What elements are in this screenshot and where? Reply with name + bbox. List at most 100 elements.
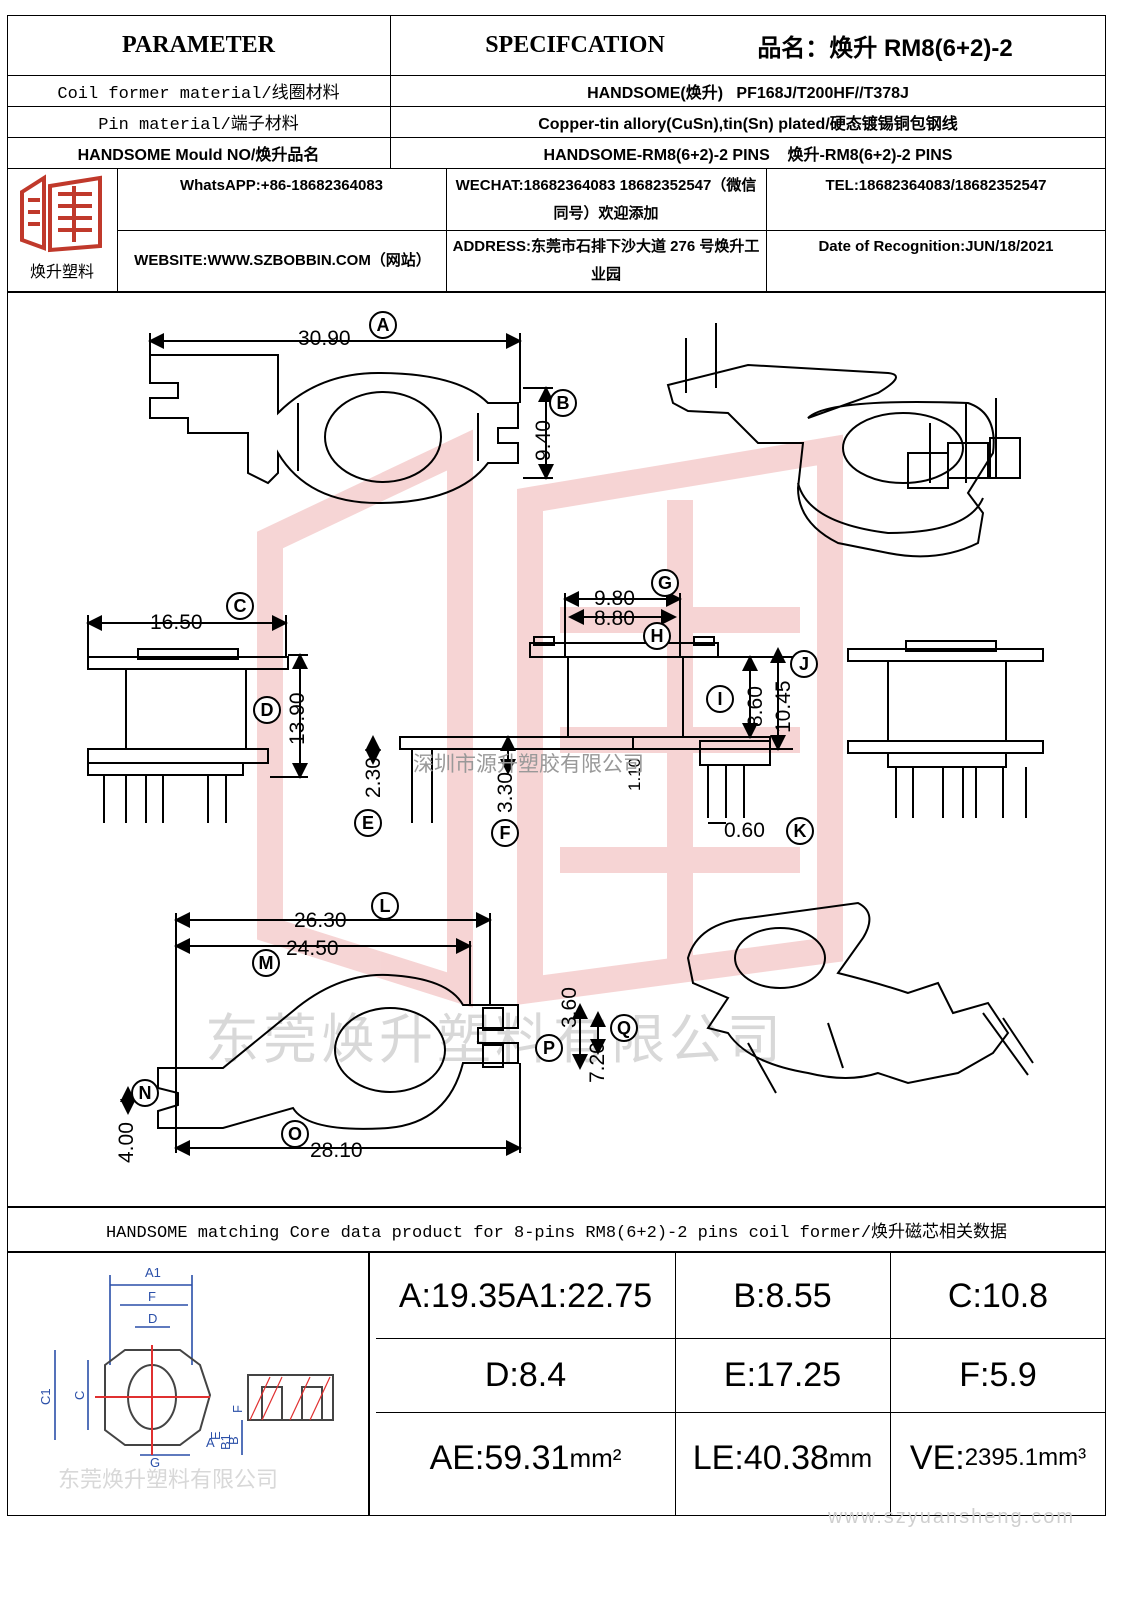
dim-f-value: 3.30 (494, 772, 517, 813)
tel-text: TEL:18682364083/18682352547 (825, 176, 1047, 194)
dim-l-value: 26.30 (294, 909, 347, 932)
label-n: N (139, 1083, 152, 1103)
core-d-value: D:8.4 (484, 1355, 567, 1394)
dim-c-value: 16.50 (150, 611, 203, 634)
label-b: B (557, 393, 570, 413)
divider (675, 1252, 676, 1516)
label-j: J (799, 654, 809, 674)
iso-view-bottom (686, 901, 1010, 1085)
core-label-g: G (150, 1455, 160, 1470)
address-text: ADDRESS:东莞市石排下沙大道 276 号焕升工业园 (452, 238, 760, 283)
core-label-c: C (72, 1391, 87, 1400)
mould-no-value: HANDSOME-RM8(6+2)-2 PINS 焕升-RM8(6+2)-2 P… (543, 146, 953, 164)
front-view-flange (529, 642, 719, 658)
dim-o-value: 28.10 (310, 1139, 363, 1162)
label-h: H (651, 626, 664, 646)
pin-material-label: Pin material/端子材料 (98, 115, 299, 135)
mould-no-label: HANDSOME Mould NO/焕升品名 (77, 146, 320, 164)
core-label-a1: A1 (145, 1265, 161, 1280)
dim-q-value: 7.20 (586, 1042, 609, 1083)
website-text: WEBSITE:WWW.SZBOBBIN.COM（网站） (134, 252, 431, 269)
label-q: Q (617, 1018, 631, 1038)
logo-text: 焕升塑料 (29, 264, 94, 281)
core-label-c1: C1 (38, 1388, 53, 1405)
core-ve-label: VE: (909, 1438, 965, 1477)
technical-drawing: 30.90 9.40 16.50 13.90 9.80 8.80 8.60 10… (86, 311, 1044, 1163)
coil-material-value: HANDSOME(焕升) PF168J/T200HF//T378J (587, 84, 909, 102)
dim-n-value: 4.00 (115, 1122, 138, 1163)
date-text: Date of Recognition:JUN/18/2021 (818, 237, 1054, 255)
dim-p-value: 3.60 (558, 987, 581, 1028)
label-p: P (543, 1038, 555, 1058)
core-title-bar (7, 1207, 1106, 1252)
core-diagram-box (7, 1252, 369, 1516)
core-label-a: A (206, 1435, 215, 1450)
iso-view-top (666, 363, 995, 558)
dim-d-value: 13.90 (286, 692, 309, 745)
label-i: I (717, 689, 722, 709)
core-a-value: A:19.35A1:22.75 (398, 1276, 653, 1315)
wechat-text: WECHAT:18682364083 18682352547（微信同号）欢迎添加 (455, 177, 757, 222)
footer-url: www.szyuansheng.com (828, 1506, 1075, 1528)
parameter-heading: PARAMETER (122, 31, 275, 58)
label-c: C (234, 596, 247, 616)
label-k: K (794, 821, 807, 841)
dim-m-value: 24.50 (286, 937, 339, 960)
label-d: D (261, 700, 274, 720)
core-b-value: B:8.55 (733, 1276, 832, 1315)
core-label-d: D (148, 1311, 157, 1326)
divider (390, 15, 391, 169)
coil-material-label: Coil former material/线圈材料 (57, 84, 340, 104)
core-c-value: C:10.8 (947, 1276, 1049, 1315)
dim-a-value: 30.90 (298, 327, 351, 350)
label-o: O (288, 1124, 302, 1144)
core-e-value: E:17.25 (723, 1355, 842, 1394)
label-g: G (658, 573, 672, 593)
core-ae-label: AE:59.31 (429, 1438, 570, 1477)
divider (7, 137, 1106, 138)
label-f: F (500, 823, 511, 843)
core-label-f2: F (230, 1405, 245, 1413)
divider (7, 106, 1106, 107)
dim-j-value: 10.45 (772, 680, 795, 733)
product-name: 品名：焕升 RM8(6+2)-2 (757, 34, 1013, 62)
company-logo (20, 174, 102, 253)
core-title: HANDSOME matching Core data product for … (105, 1223, 1008, 1243)
divider (117, 230, 1106, 231)
bottom-view-outline (157, 973, 519, 1130)
divider (890, 1252, 891, 1516)
specification-heading: SPECIFCATION (485, 31, 665, 58)
core-watermark: 东莞焕升塑料有限公司 (58, 1467, 278, 1492)
core-ae-unit: mm² (569, 1442, 622, 1473)
dim-e-value: 2.30 (362, 757, 385, 798)
core-le-label: LE:40.38 (692, 1438, 829, 1477)
dim-k-value: 0.60 (724, 819, 765, 842)
core-label-e: E (208, 1431, 223, 1440)
pin-material-value: Copper-tin allory(CuSn),tin(Sn) plated/硬… (538, 115, 958, 133)
dim-g-value: 9.80 (594, 587, 635, 610)
label-l: L (380, 896, 391, 916)
core-ve-value: 2395.1mm³ (964, 1444, 1087, 1471)
core-label-f: F (148, 1289, 156, 1304)
divider (376, 1338, 1106, 1339)
top-view-outline (149, 354, 519, 505)
watermark-text: 东莞焕升塑料有限公司 (205, 1010, 785, 1070)
label-e: E (362, 813, 374, 833)
label-a: A (377, 315, 390, 335)
drawing-company-watermark: 深圳市源升塑胶有限公司 (413, 753, 644, 776)
core-ve-cell: VE:2395.1mm³ (890, 1412, 1106, 1504)
dim-fi-value: 1.10 (625, 758, 644, 791)
core-f-value: F:5.9 (959, 1355, 1037, 1394)
divider (376, 1412, 1106, 1413)
divider (7, 75, 1106, 76)
core-le-unit: mm (828, 1442, 873, 1473)
dim-h-value: 8.80 (594, 607, 635, 630)
core-label-b: B (226, 1436, 241, 1445)
dim-b-value: 9.40 (532, 420, 555, 461)
core-data-table (369, 1252, 1106, 1516)
drawing-area (7, 292, 1106, 1207)
core-label-b1: B1 (218, 1434, 233, 1450)
core-diagram: A1 F D C1 C B G A F E B1 东莞焕升塑料有限公司 (38, 1265, 334, 1492)
whatsapp-text: WhatsAPP:+86-18682364083 (179, 176, 384, 194)
